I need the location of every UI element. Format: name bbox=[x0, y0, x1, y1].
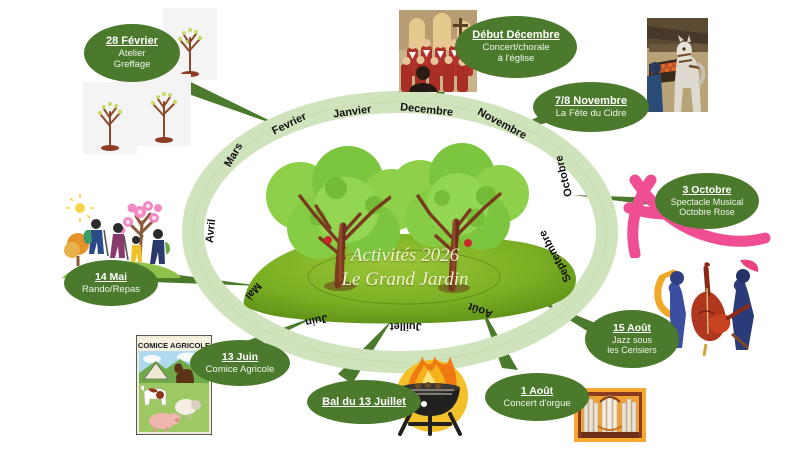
svg-text:COMICE AGRICOLE: COMICE AGRICOLE bbox=[138, 341, 210, 350]
event-bubble-aout15[interactable]: 15 Août Jazz sous les Cerisiers bbox=[585, 310, 679, 368]
event-line2-mai: Rando/Repas bbox=[81, 283, 141, 295]
event-title-aout1: 1 Août bbox=[520, 385, 554, 398]
grafted-sapling-tree-image-left bbox=[83, 82, 137, 154]
event-title-juillet: Bal du 13 Juillet bbox=[322, 395, 406, 408]
calendar-ring bbox=[182, 91, 618, 373]
cider-horse-cart-image bbox=[647, 18, 708, 112]
event-line3-decembre: á l'église bbox=[497, 53, 535, 65]
center-title-line2: Le Grand Jardin bbox=[341, 268, 469, 290]
event-title-octobre: 3 Octobre bbox=[682, 184, 732, 197]
event-title-juin: 13 Juin bbox=[221, 351, 259, 364]
event-line2-juin: Comice Agricole bbox=[205, 363, 275, 375]
event-bubble-aout1[interactable]: 1 Août Concert d'orgue bbox=[485, 373, 589, 421]
event-line3-octobre: Octobre Rose bbox=[679, 207, 735, 218]
event-title-fevrier: 28 Février bbox=[106, 35, 158, 48]
event-bubble-octobre[interactable]: 3 Octobre Spectacle Musical Octobre Rose bbox=[655, 173, 759, 229]
event-title-decembre: Début Décembre bbox=[472, 29, 560, 42]
event-line3-fevrier: Greffage bbox=[113, 59, 151, 71]
ring-month-juillet: Juillet bbox=[390, 320, 422, 332]
event-bubble-juillet[interactable]: Bal du 13 Juillet bbox=[307, 380, 421, 424]
center-title-line1: Activités 2026 bbox=[350, 245, 460, 266]
event-line3-aout15: les Cerisiers bbox=[607, 345, 657, 356]
event-title-aout15: 15 Août bbox=[612, 322, 652, 335]
event-line2-octobre: Spectacle Musical bbox=[670, 196, 744, 207]
event-bubble-fevrier[interactable]: 28 Février Atelier Greffage bbox=[84, 24, 180, 82]
event-line2-aout15: Jazz sous bbox=[611, 334, 653, 345]
tree-right bbox=[390, 143, 529, 293]
grafted-sapling-tree-image-right bbox=[137, 74, 191, 146]
ring-month-avril: Avril bbox=[203, 218, 219, 244]
barbecue-grill-image bbox=[388, 354, 470, 436]
page-title: Activités 2026 Le Grand Jardin bbox=[300, 244, 510, 292]
event-bubble-mai[interactable]: 14 Mai Rando/Repas bbox=[64, 260, 158, 306]
event-line2-fevrier: Atelier bbox=[118, 48, 146, 60]
garden-scene bbox=[243, 143, 576, 324]
event-title-novembre: 7/8 Novembre bbox=[554, 94, 628, 107]
event-line2-decembre: Concert/chorale bbox=[482, 42, 550, 54]
event-bubble-juin[interactable]: 13 Juin Comice Agricole bbox=[190, 340, 290, 386]
event-title-mai: 14 Mai bbox=[94, 271, 128, 284]
event-bubble-decembre[interactable]: Début Décembre Concert/chorale á l'églis… bbox=[455, 16, 577, 78]
event-bubble-novembre[interactable]: 7/8 Novembre La Fête du Cidre bbox=[533, 82, 649, 132]
event-line2-novembre: La Fête du Cidre bbox=[555, 107, 627, 119]
event-line2-aout1: Concert d'orgue bbox=[503, 397, 571, 409]
